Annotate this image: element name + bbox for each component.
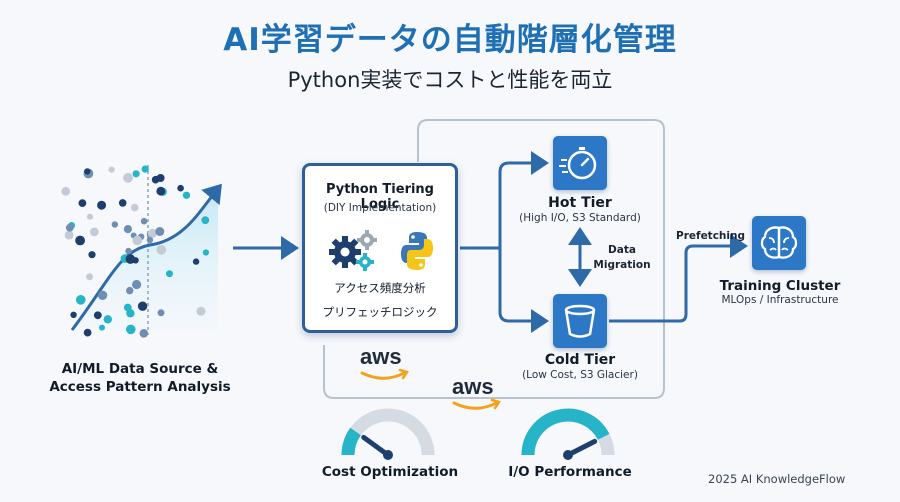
data-point-dot (147, 228, 157, 238)
data-point-dot (125, 254, 136, 264)
training-cluster-brain-icon (752, 216, 806, 270)
data-point-dot (156, 186, 166, 196)
data-point-dot (103, 315, 113, 324)
data-point-dot (132, 170, 140, 178)
logic-line-prefetch: プリフェッチロジック (322, 305, 438, 319)
aws-smile-2 (452, 400, 500, 410)
data-point-dot (75, 235, 85, 246)
data-point-dot (155, 227, 165, 236)
cold-tier-bucket-icon (553, 294, 607, 348)
data-point-dot (88, 251, 96, 259)
data-point-dot (182, 191, 191, 199)
hot-tier-stopwatch-icon (553, 136, 607, 190)
data-point-dot (93, 311, 102, 320)
io-performance-label: I/O Performance (508, 464, 632, 480)
data-point-dot (192, 258, 200, 265)
copyright: 2025 AI KnowledgeFlow (708, 472, 846, 486)
data-point-dot (126, 309, 135, 318)
source-label: AI/ML Data Source & Access Pattern Analy… (40, 360, 240, 396)
cold-tier-label: Cold Tier (544, 352, 616, 368)
data-point-dot (202, 249, 209, 256)
data-point-dot (86, 273, 94, 281)
data-point-dot (146, 236, 154, 244)
data-point-dot (139, 329, 149, 338)
data-point-dot (137, 301, 148, 311)
data-point-dot (196, 306, 206, 316)
cold-tier-sub: (Low Cost, S3 Glacier) (522, 369, 638, 381)
io-gauge (521, 408, 615, 460)
data-point-dot (130, 203, 139, 212)
hot-tier-label: Hot Tier (548, 195, 612, 211)
data-point-dot (99, 324, 105, 331)
data-point-dot (78, 199, 87, 208)
data-point-dot (132, 279, 142, 290)
migration-line2: Migration (593, 259, 651, 271)
data-point-dot (126, 286, 134, 295)
logic-subtitle: (DIY Implementation) (323, 202, 437, 214)
page-title: AI学習データの自動階層化管理 (223, 22, 677, 58)
data-point-dot (84, 168, 91, 175)
data-point-dot (86, 213, 94, 220)
data-point-dot (123, 172, 133, 183)
data-point-dot (156, 245, 167, 255)
source-label-line2: Access Pattern Analysis (49, 379, 231, 395)
gears-icon (329, 230, 433, 271)
data-point-dot (118, 199, 127, 207)
data-point-dot (201, 216, 210, 225)
data-point-dot (65, 223, 74, 232)
data-point-dot (166, 270, 173, 278)
data-point-dot (125, 247, 132, 255)
cost-gauge (341, 408, 435, 460)
python-logo-icon (401, 232, 433, 270)
loop-frame (323, 119, 665, 399)
data-point-dot (177, 184, 184, 192)
data-point-dot (140, 217, 148, 225)
data-source-graphic (61, 165, 222, 338)
data-point-dot (89, 227, 99, 237)
logic-title: Python Tiering Logic (326, 182, 434, 212)
aws-smile-1 (360, 370, 408, 380)
source-label-line1: AI/ML Data Source & (61, 361, 219, 377)
data-point-dot (70, 311, 77, 318)
data-point-dot (132, 235, 143, 246)
data-point-dot (97, 290, 108, 300)
python-logic-box: Python Tiering Logic (DIY Implementation… (302, 163, 458, 333)
data-point-dot (97, 200, 107, 210)
data-point-dot (61, 186, 71, 196)
data-point-dot (76, 295, 86, 305)
cost-optimization-label: Cost Optimization (321, 464, 459, 480)
aws-logo-1: aws (360, 344, 402, 369)
data-point-dot (157, 309, 165, 317)
logic-line-frequency: アクセス頻度分析 (334, 281, 426, 295)
page-subtitle: Python実装でコストと性能を両立 (287, 68, 613, 92)
data-migration-label: Data Migration (592, 243, 652, 273)
aws-logo-2: aws (452, 374, 494, 399)
hot-tier-sub: (High I/O, S3 Standard) (519, 212, 641, 224)
data-point-dot (64, 230, 74, 240)
migration-line1: Data (608, 244, 636, 256)
training-cluster-sub: MLOps / Infrastructure (721, 294, 839, 306)
data-point-dot (141, 165, 149, 173)
training-cluster-label: Training Cluster (719, 278, 841, 294)
data-point-dot (123, 225, 132, 234)
data-point-dot (126, 324, 136, 335)
data-point-dot (151, 175, 160, 184)
data-point-dot (83, 328, 92, 337)
data-point-dot (108, 166, 115, 173)
prefetching-label: Prefetching (676, 230, 745, 242)
data-point-dot (111, 221, 119, 228)
